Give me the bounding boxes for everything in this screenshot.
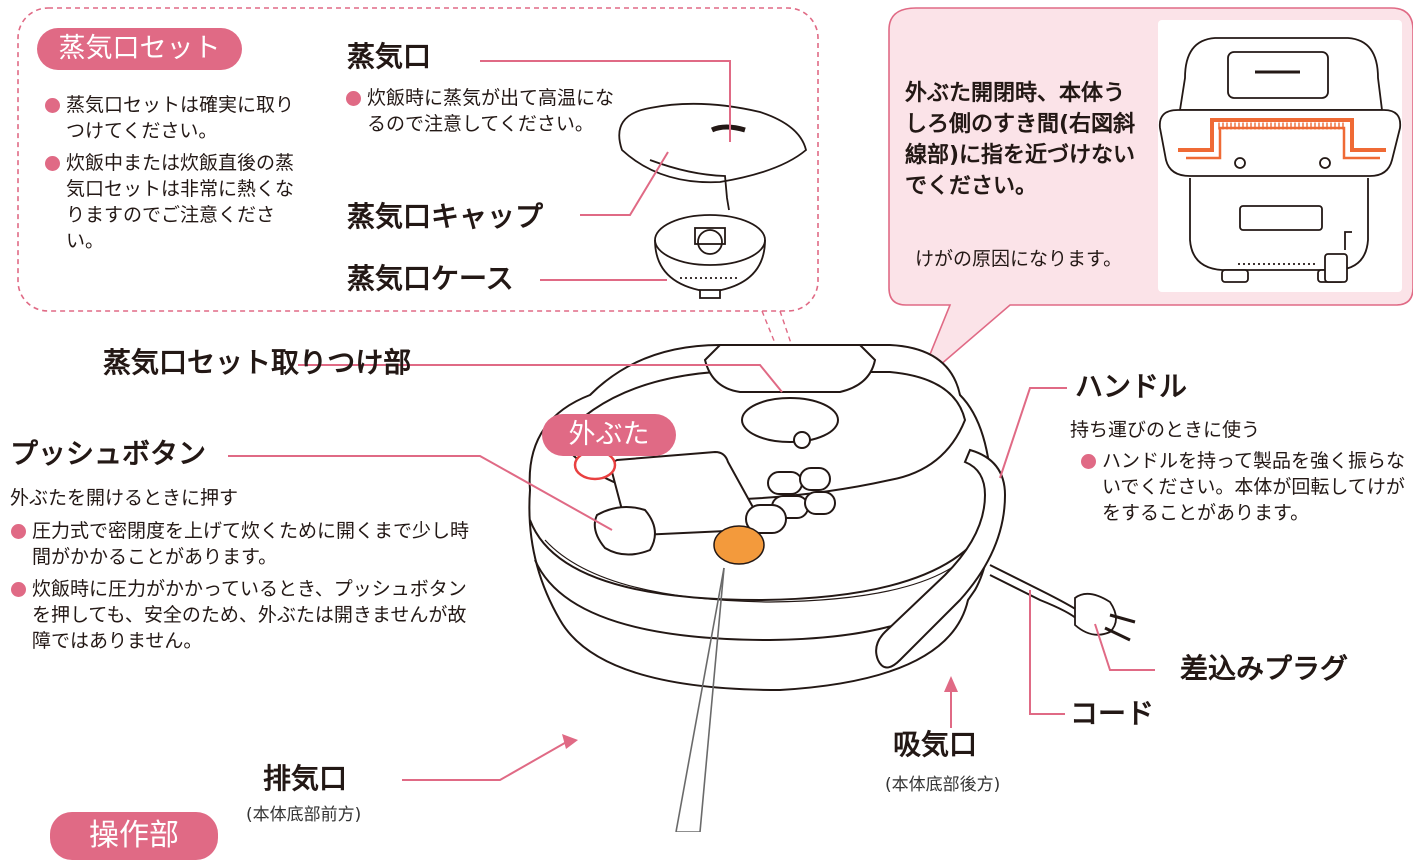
steam-cap-title: 蒸気口キャップ xyxy=(347,200,544,233)
warning-note: けがの原因になります。 xyxy=(915,248,1123,270)
intake-sub: (本体底部後方) xyxy=(885,775,1001,795)
plug-graphic xyxy=(1074,592,1136,642)
handle-title: ハンドル xyxy=(1075,370,1188,403)
steam-vent-case xyxy=(654,214,766,299)
lid-badge: 外ぶた xyxy=(542,414,676,456)
steam-set-badge: 蒸気口セット xyxy=(37,28,242,70)
leader-push xyxy=(228,455,613,531)
steam-set-note-1: 蒸気口セットは確実に取りつけてください。 xyxy=(44,92,306,144)
plug-label: 差込みプラグ xyxy=(1180,652,1349,685)
push-button-notes: 圧力式で密閉度を上げて炊くために開くまで少し時間がかかることがあります。 炊飯時… xyxy=(10,518,470,654)
intake-label: 吸気口 xyxy=(893,728,978,761)
mount-label: 蒸気口セット取りつけ部 xyxy=(103,346,412,379)
leader-exhaust xyxy=(402,739,571,781)
steam-vent-title: 蒸気口 xyxy=(347,40,432,73)
leader-cap xyxy=(580,151,669,216)
handle-desc: 持ち運びのときに使う xyxy=(1070,419,1261,441)
handle-note-text: ハンドルを持って製品を強く振らないでください。本体が回転してけがをすることがあり… xyxy=(1080,448,1410,526)
leader-handle xyxy=(999,387,1067,479)
power-cord xyxy=(989,564,1081,621)
ops-pointer xyxy=(675,567,725,832)
handle-graphic xyxy=(875,448,1007,669)
leader-cord xyxy=(1029,590,1065,715)
ops-badge: 操作部 xyxy=(50,812,218,860)
steam-set-note-2: 炊飯中または炊飯直後の蒸気口セットは非常に熱くなりますのでご注意ください。 xyxy=(44,150,306,254)
rear-view-cooker xyxy=(1158,37,1402,283)
steam-vent-cap xyxy=(618,102,808,211)
diagram-artwork xyxy=(17,7,1413,832)
push-button-desc: 外ぶたを開けるときに押す xyxy=(10,487,239,509)
danger-gap-highlight xyxy=(1178,118,1386,160)
warning-bold-text: 外ぶた開閉時、本体うしろ側のすき間(右図斜線部)に指を近づけないでください。 xyxy=(905,81,1136,199)
start-button-orange xyxy=(713,525,765,565)
leader-vent xyxy=(480,60,731,142)
steam-case-title: 蒸気口ケース xyxy=(347,262,514,295)
steam-set-notes: 蒸気口セットは確実に取りつけてください。 炊飯中または炊飯直後の蒸気口セットは非… xyxy=(44,92,306,254)
push-note-1: 圧力式で密閉度を上げて炊くために開くまで少し時間がかかることがあります。 xyxy=(10,518,470,570)
leader-plug xyxy=(1094,623,1155,671)
cord-label: コード xyxy=(1070,697,1155,730)
exhaust-sub: (本体底部前方) xyxy=(246,805,362,825)
exhaust-label: 排気口 xyxy=(263,762,348,795)
steam-set-dashed-box xyxy=(17,7,819,312)
push-button-title: プッシュボタン xyxy=(10,437,207,470)
push-note-2: 炊飯時に圧力がかかっているとき、プッシュボタンを押しても、安全のため、外ぶたは開… xyxy=(10,576,470,654)
leader-mount xyxy=(298,364,783,393)
steam-vent-note-text: 炊飯時に蒸気が出て高温になるので注意してください。 xyxy=(345,85,615,137)
steam-vent-note: 炊飯時に蒸気が出て高温になるので注意してください。 xyxy=(345,85,615,137)
handle-note: ハンドルを持って製品を強く振らないでください。本体が回転してけがをすることがあり… xyxy=(1080,448,1410,526)
